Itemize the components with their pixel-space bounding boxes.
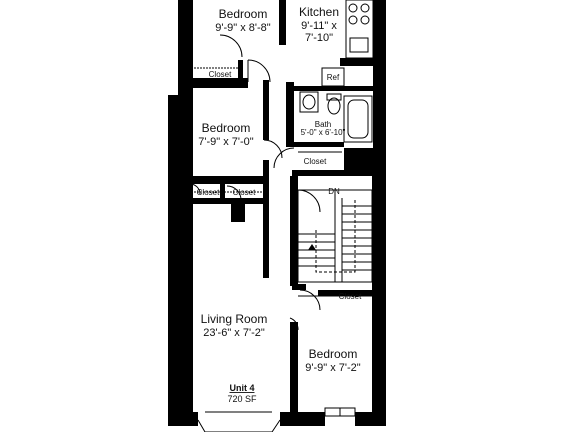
bedroom-bottom-dims: 9'-9" x 7'-2": [305, 362, 361, 374]
door-swing: [299, 289, 321, 311]
bath-dims: 5'-0" x 6'-10": [301, 128, 346, 137]
bedroom-top-dims: 9'-9" x 8'-8": [215, 22, 271, 34]
stair-arrow-icon: [308, 244, 316, 250]
toilet: [327, 97, 341, 115]
kitchen-counter: [345, 0, 374, 59]
door-swing: [263, 139, 283, 159]
kitchen-name: Kitchen: [299, 5, 339, 19]
closet-bottom-label: Closet: [339, 292, 362, 301]
kitchen-dims-line1: 9'-11" x: [301, 20, 337, 32]
door-swing: [297, 189, 321, 213]
door-swing: [189, 183, 201, 195]
closet-left-label: Closet: [197, 188, 220, 197]
refrigerator: [321, 67, 345, 87]
bedroom-bottom-name: Bedroom: [309, 347, 358, 361]
door-swing: [273, 147, 295, 169]
stair-down-label: DN: [328, 187, 340, 196]
bedroom-mid-name: Bedroom: [202, 121, 251, 135]
door-swing: [226, 185, 242, 201]
kitchen-sink: [349, 37, 369, 53]
living-room-dims: 23'-6" x 7'-2": [203, 327, 265, 339]
bedroom-mid-dims: 7'-9" x 7'-0": [198, 136, 254, 148]
walls: [168, 0, 386, 426]
bedroom-top-name: Bedroom: [219, 7, 268, 21]
living-room-name: Living Room: [201, 312, 268, 326]
ref-label: Ref: [327, 73, 340, 82]
door-swing: [219, 34, 243, 58]
kitchen-dims-line2: 7'-10": [305, 32, 333, 44]
fixtures: [188, 0, 374, 432]
bay-window: [197, 419, 281, 432]
door-swing: [247, 59, 271, 83]
unit-name: Unit 4: [229, 383, 254, 393]
closet-top-label: Closet: [209, 70, 232, 79]
closet-hall-label: Closet: [304, 157, 327, 166]
bath-name: Bath: [315, 120, 331, 129]
closet-right-label: Closet: [233, 188, 256, 197]
bathtub: [343, 95, 373, 143]
door-swing: [289, 317, 299, 331]
bath-sink: [299, 91, 319, 113]
unit-area: 720 SF: [227, 394, 257, 404]
